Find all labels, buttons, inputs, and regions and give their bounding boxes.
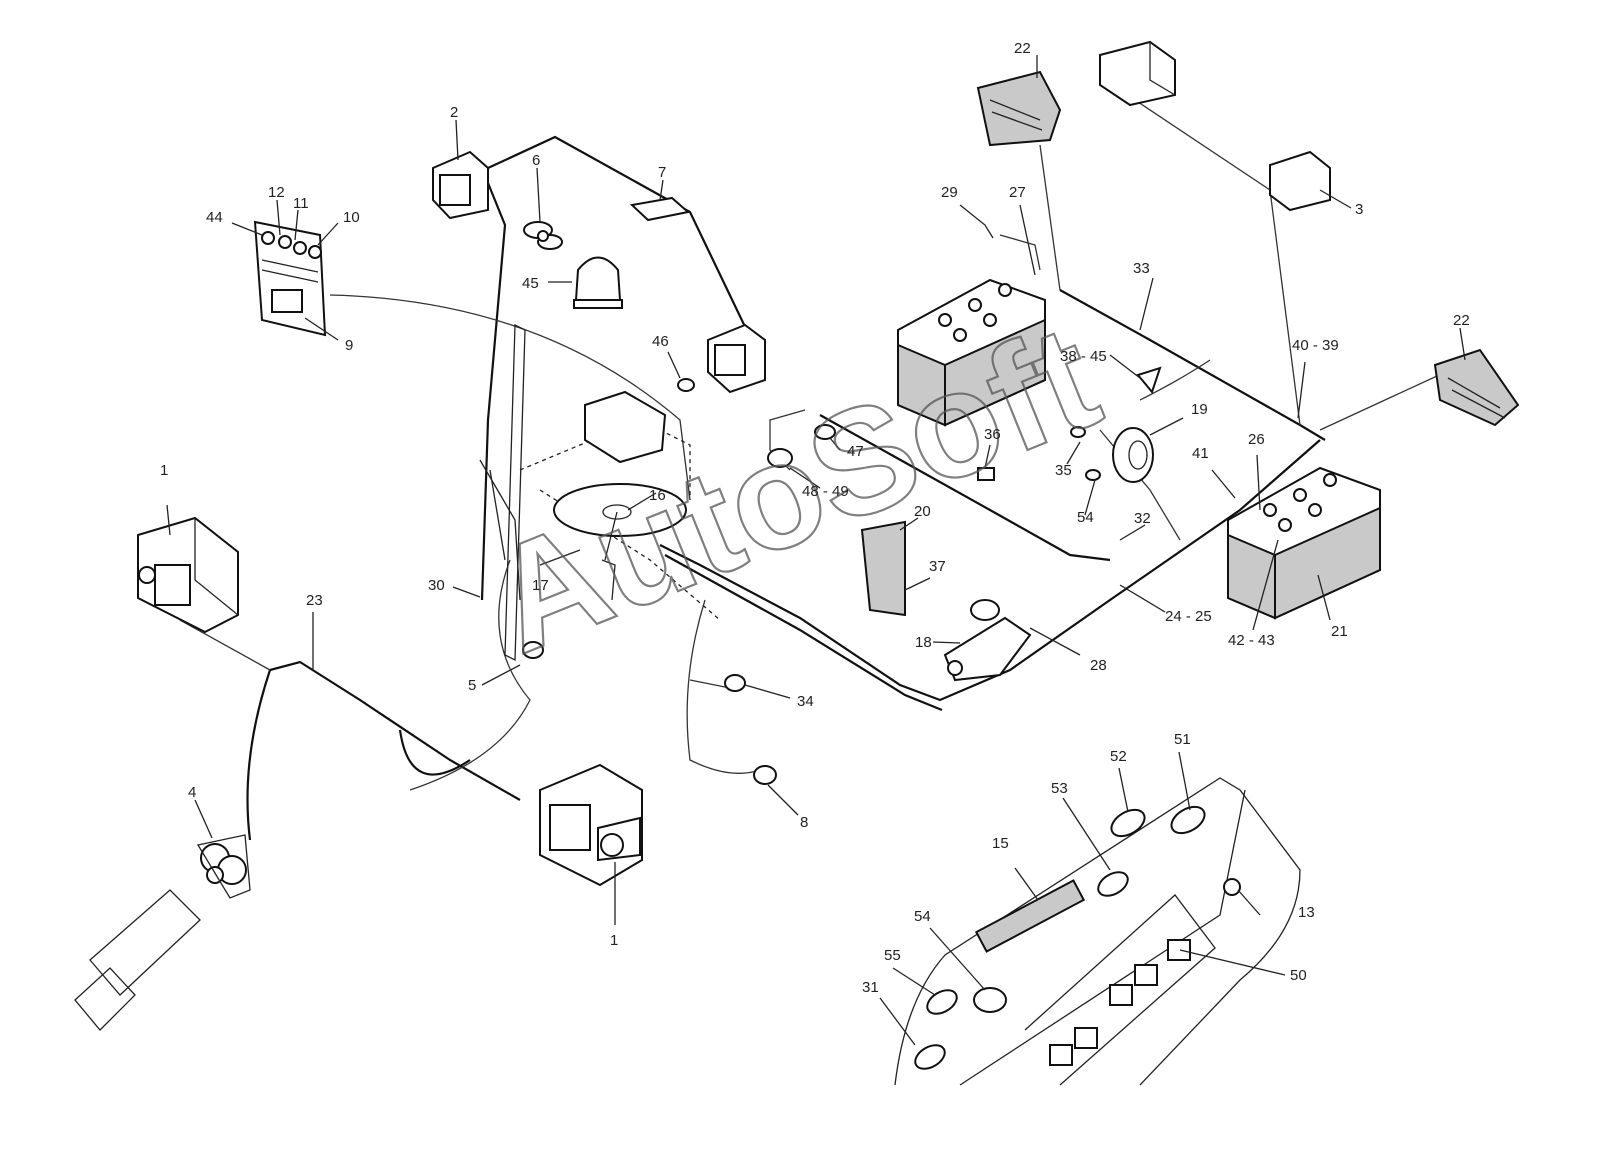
callout-label: 7	[658, 164, 666, 181]
callout-label: 1	[160, 462, 168, 479]
wiring-harness	[179, 99, 1451, 841]
tail-lamp-right	[1433, 348, 1520, 427]
controller-box	[253, 220, 327, 337]
callout-label: 55	[884, 947, 901, 964]
callout-label: 32	[1134, 510, 1151, 527]
lamp-7	[629, 196, 691, 222]
callout-label: 37	[929, 558, 946, 575]
callout-label: 29	[941, 184, 958, 201]
rear-light-left	[432, 150, 489, 220]
callout-label: 20	[914, 503, 931, 520]
callout-label: 53	[1051, 780, 1068, 797]
callout-label: 10	[343, 209, 360, 226]
callout-label: 16	[649, 487, 666, 504]
callout-label: 9	[345, 337, 353, 354]
callout-label: 30	[428, 577, 445, 594]
tail-lamp-top	[976, 70, 1062, 147]
fan-6	[523, 221, 563, 250]
callout-label: 44	[206, 209, 223, 226]
callout-label: 36	[984, 426, 1001, 443]
callout-label: 17	[532, 577, 549, 594]
callout-label: 12	[268, 184, 285, 201]
callout-label: 5	[468, 677, 476, 694]
callout-label: 18	[915, 634, 932, 651]
callout-label: 54	[914, 908, 931, 925]
work-light-front-right	[539, 763, 643, 887]
callout-label: 24 - 25	[1165, 608, 1212, 625]
callout-label: 42 - 43	[1228, 632, 1275, 649]
callout-label: 4	[188, 784, 196, 801]
callout-label: 26	[1248, 431, 1265, 448]
small-connectors	[522, 366, 1162, 785]
callout-label: 15	[992, 835, 1009, 852]
callout-label: 41	[1192, 445, 1209, 462]
work-light-front-left	[137, 516, 239, 634]
lamp-top	[1099, 40, 1176, 107]
callout-label: 6	[532, 152, 540, 169]
callout-label: 1	[610, 932, 618, 949]
callout-label: 38 - 45	[1060, 348, 1107, 365]
callout-label: 47	[847, 443, 864, 460]
alternator-4	[196, 834, 251, 899]
callout-label: 33	[1133, 260, 1150, 277]
callout-label: 3	[1355, 201, 1363, 218]
callout-label: 31	[862, 979, 879, 996]
callout-label: 48 - 49	[802, 483, 849, 500]
callout-label: 13	[1298, 904, 1315, 921]
callout-label: 19	[1191, 401, 1208, 418]
rear-light-right	[707, 323, 766, 394]
callout-label: 46	[652, 333, 669, 350]
battery-right	[1227, 466, 1381, 620]
callout-label: 8	[800, 814, 808, 831]
callout-label: 54	[1077, 509, 1094, 526]
motor-stub	[74, 889, 201, 1031]
callout-label: 35	[1055, 462, 1072, 479]
callout-label: 52	[1110, 748, 1127, 765]
callout-label: 21	[1331, 623, 1348, 640]
callout-label: 11	[293, 195, 309, 212]
battery-left	[897, 278, 1046, 427]
panel-37	[860, 520, 906, 617]
dashboard-panel	[894, 777, 1301, 1086]
horn-19	[1112, 427, 1154, 483]
callout-label: 27	[1009, 184, 1026, 201]
callout-label: 40 - 39	[1292, 337, 1339, 354]
callout-label: 45	[522, 275, 539, 292]
callout-label: 50	[1290, 967, 1307, 984]
callout-label: 22	[1014, 40, 1031, 57]
cab-module	[584, 390, 667, 464]
leader-lines	[166, 55, 1466, 1046]
callout-label: 2	[450, 104, 458, 121]
callout-label: 51	[1174, 731, 1191, 748]
callout-label: 34	[797, 693, 814, 710]
callout-labels: 1 1 2 3 4 5 6 7 8 9 10 11 12 13 15 16 17…	[160, 40, 1470, 996]
beacon-45	[573, 256, 623, 309]
callout-label: 28	[1090, 657, 1107, 674]
lamp-3	[1269, 150, 1331, 212]
steering-wheel	[553, 483, 687, 601]
callout-label: 22	[1453, 312, 1470, 329]
starter-18	[943, 599, 1032, 682]
callout-label: 23	[306, 592, 323, 609]
